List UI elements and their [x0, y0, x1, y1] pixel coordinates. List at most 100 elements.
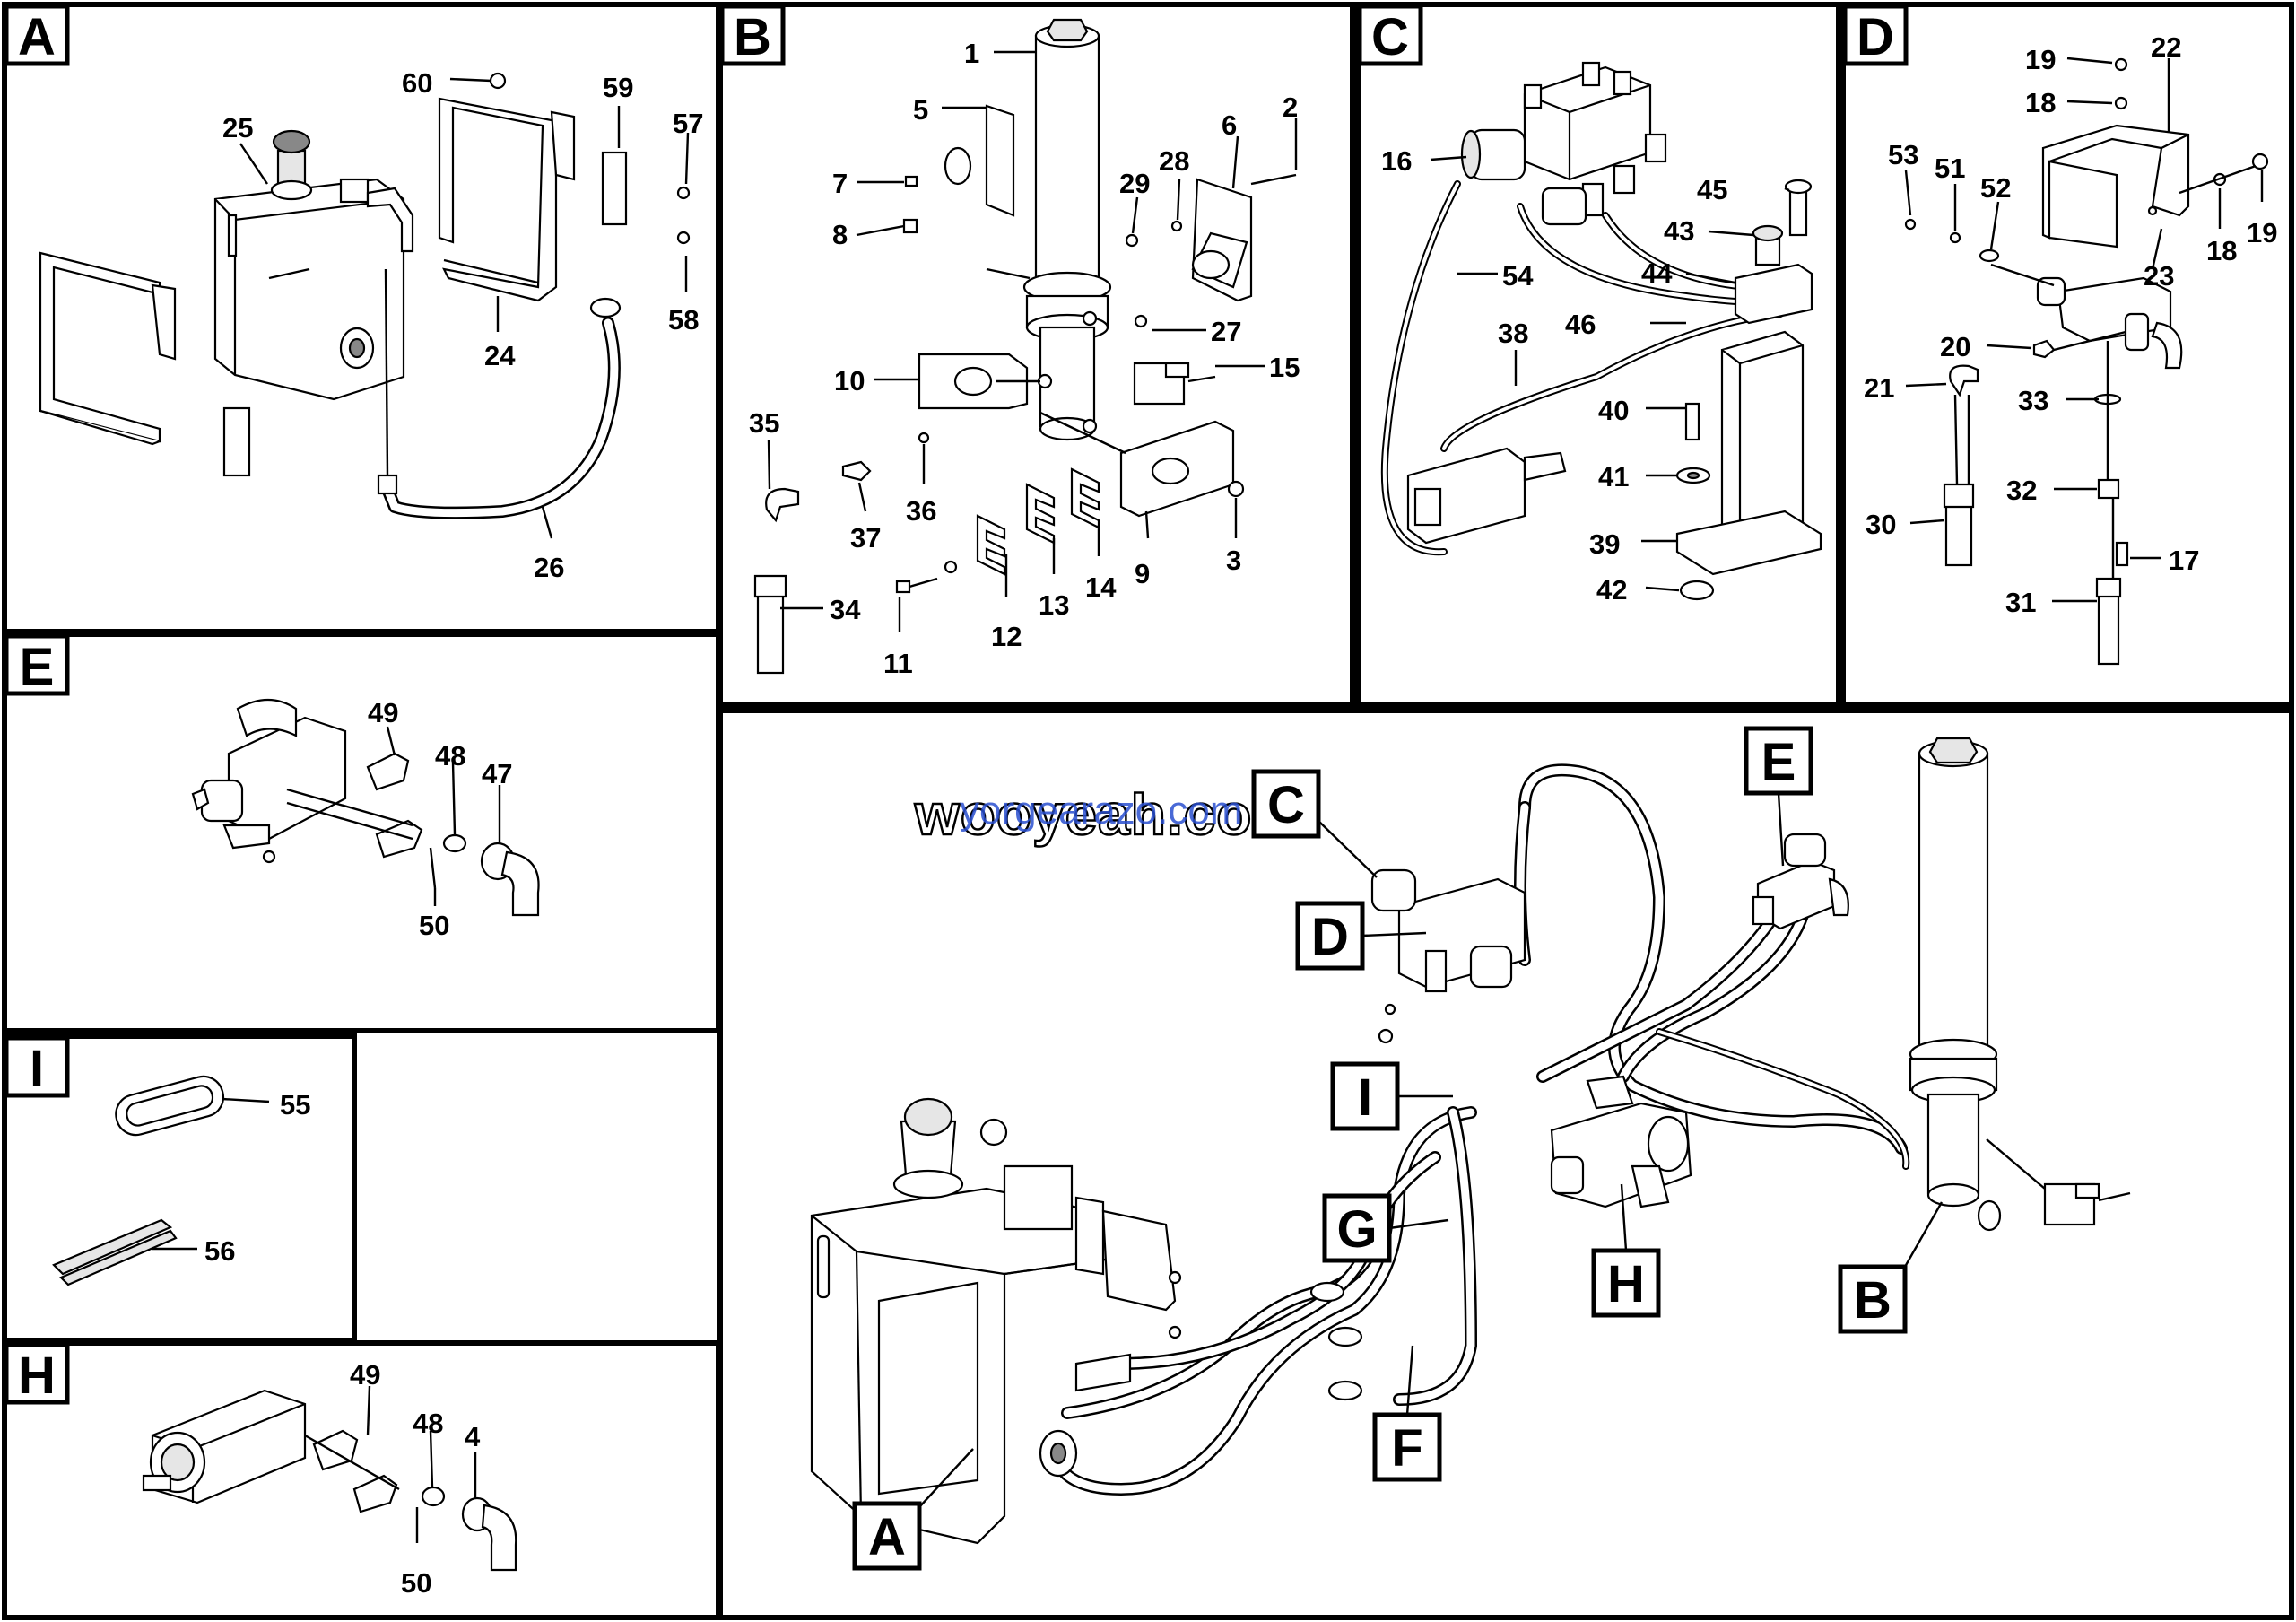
callout-c-46: 46 [1565, 309, 1596, 340]
panel-c-callouts: 16 45 43 54 44 46 38 40 41 39 42 [1381, 145, 1790, 606]
panel-i-drawing [52, 1075, 225, 1286]
callout-b-29: 29 [1119, 168, 1150, 199]
callout-b-9: 9 [1135, 558, 1150, 589]
callout-c-45: 45 [1697, 174, 1727, 205]
callout-b-36: 36 [906, 495, 936, 527]
panel-b-label: B [734, 8, 771, 66]
callout-i-56: 56 [204, 1235, 235, 1267]
callout-d-20: 20 [1940, 331, 1970, 362]
callout-b-37: 37 [850, 522, 881, 554]
panel-e-label: E [20, 638, 55, 696]
watermark-text: wooyeah.com [914, 782, 1304, 847]
panel-e-frame [2, 632, 721, 1033]
callout-c-40: 40 [1598, 395, 1629, 426]
callout-c-41: 41 [1598, 461, 1629, 493]
panel-d-callouts: 19 22 18 53 51 52 18 19 23 20 21 33 32 3… [1864, 31, 2277, 618]
callout-a-26: 26 [534, 552, 564, 583]
callout-d-18b: 18 [2206, 235, 2237, 266]
overview-label-h: H [1607, 1255, 1645, 1313]
panel-a-callouts: 25 60 59 57 24 58 26 [222, 67, 703, 583]
overview-label-a: A [868, 1508, 906, 1566]
callout-d-21: 21 [1864, 372, 1894, 404]
overview-frame [718, 708, 2294, 1620]
callout-d-17: 17 [2169, 545, 2199, 576]
overview-labels: C D E I G H B F A [852, 726, 1944, 1571]
callout-c-43: 43 [1664, 215, 1694, 247]
panel-d-label: D [1857, 8, 1894, 66]
callout-c-44: 44 [1641, 257, 1673, 289]
overview-label-b: B [1854, 1271, 1892, 1330]
callout-h-49: 49 [350, 1359, 380, 1391]
panel-h-drawing [142, 1389, 517, 1572]
panel-b-drawing [753, 18, 1297, 675]
overview-drawing [810, 737, 2131, 1545]
callout-c-38: 38 [1498, 318, 1528, 349]
callout-e-49: 49 [368, 697, 398, 728]
callout-b-3: 3 [1226, 545, 1241, 576]
callout-d-51: 51 [1935, 153, 1965, 184]
overview-label-i: I [1358, 1068, 1372, 1127]
callout-e-50: 50 [419, 910, 449, 941]
panel-h-callouts: 49 48 4 50 [350, 1359, 481, 1599]
panel-d-frame [1840, 2, 2294, 708]
callout-d-19b: 19 [2247, 217, 2277, 249]
callout-a-59: 59 [603, 72, 633, 103]
callout-d-31: 31 [2005, 587, 2036, 618]
callout-e-47: 47 [482, 758, 512, 789]
panel-e-drawing [191, 699, 540, 917]
overview-label-e: E [1761, 733, 1796, 791]
panel-i-label: I [30, 1040, 44, 1098]
callout-a-57: 57 [673, 108, 703, 139]
callout-a-25: 25 [222, 112, 253, 144]
callout-c-42: 42 [1596, 574, 1627, 606]
callout-d-30: 30 [1866, 509, 1896, 540]
callout-a-58: 58 [668, 304, 699, 336]
callout-b-7: 7 [832, 168, 848, 199]
callout-b-6: 6 [1222, 109, 1237, 141]
callout-b-27: 27 [1211, 316, 1241, 347]
overview-label-d: D [1311, 908, 1349, 966]
callout-i-55: 55 [280, 1089, 310, 1121]
callout-b-14: 14 [1085, 571, 1117, 603]
callout-d-23: 23 [2144, 260, 2174, 292]
callout-c-54: 54 [1502, 260, 1534, 292]
panel-c-drawing [1380, 61, 1822, 601]
callout-d-19a: 19 [2025, 44, 2056, 75]
callout-e-48: 48 [435, 740, 465, 772]
callout-a-60: 60 [402, 67, 432, 99]
callout-d-33: 33 [2018, 385, 2048, 416]
callout-h-4: 4 [465, 1421, 481, 1452]
callout-b-8: 8 [832, 219, 848, 250]
panel-a-drawing [39, 72, 691, 519]
callout-b-15: 15 [1269, 352, 1300, 383]
panel-b-frame [718, 2, 1355, 708]
callout-b-1: 1 [964, 38, 979, 69]
callout-h-50: 50 [401, 1567, 431, 1599]
panel-h-label: H [18, 1347, 56, 1405]
callout-a-24: 24 [484, 340, 516, 371]
panel-c-frame [1355, 2, 1841, 708]
callout-c-39: 39 [1589, 528, 1620, 560]
panel-d-drawing [1904, 57, 2269, 666]
callout-d-22: 22 [2151, 31, 2181, 63]
callout-h-48: 48 [413, 1408, 443, 1439]
overview-label-c: C [1267, 776, 1305, 834]
callout-b-35: 35 [749, 407, 779, 439]
watermark: wooyeah.com yorgearazo.com [913, 781, 1305, 849]
callout-b-5: 5 [913, 94, 928, 126]
panel-a-label: A [18, 8, 56, 66]
callout-b-10: 10 [834, 365, 865, 397]
callout-b-13: 13 [1039, 589, 1069, 621]
panel-c-label: C [1371, 8, 1409, 66]
panel-i-callouts: 55 56 [152, 1089, 310, 1267]
callout-d-52: 52 [1980, 172, 2011, 204]
callout-b-11: 11 [883, 648, 913, 679]
overview-label-g: G [1336, 1200, 1377, 1259]
callout-b-12: 12 [991, 621, 1022, 652]
callout-d-32: 32 [2006, 475, 2037, 506]
panel-labels: A B C D E I H [4, 4, 1909, 1405]
callout-b-34: 34 [830, 594, 861, 625]
callout-b-2: 2 [1283, 92, 1298, 123]
